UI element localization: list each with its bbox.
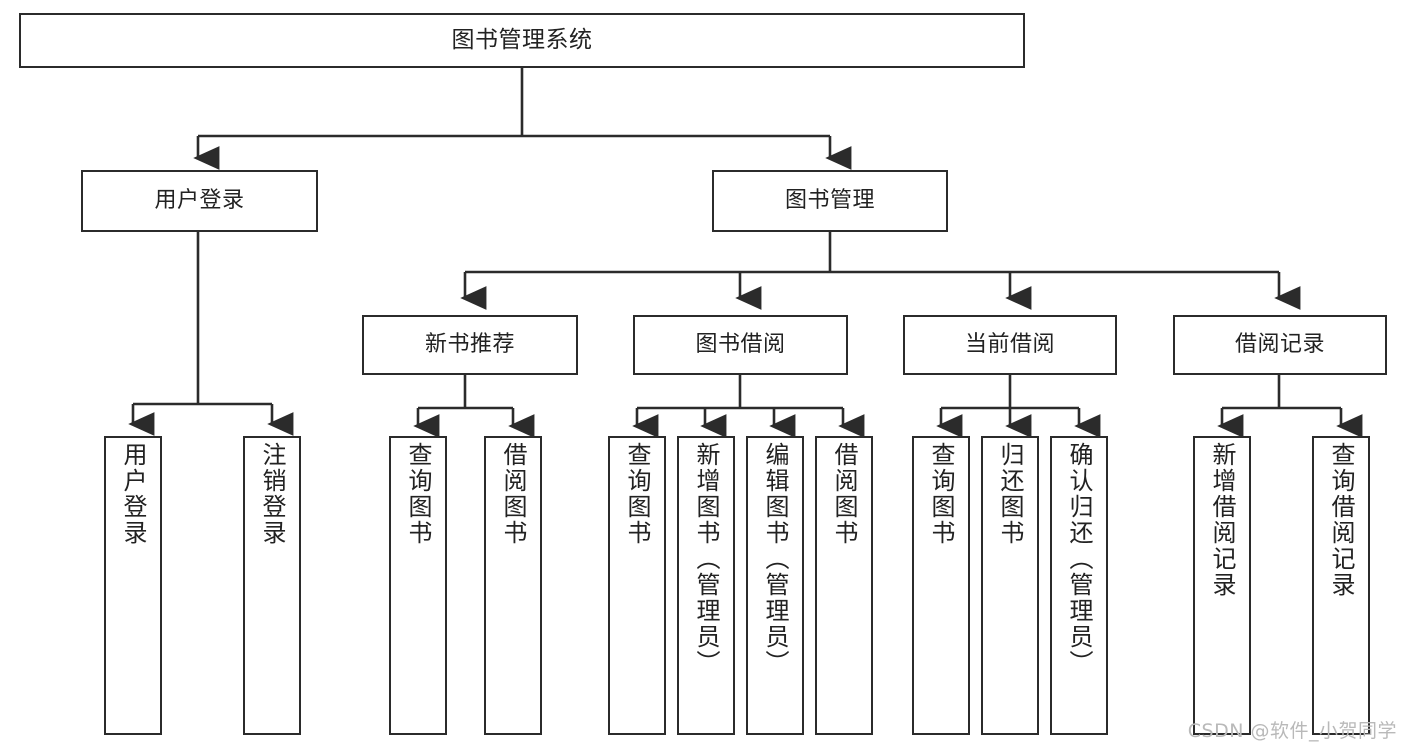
node-label: 归还图书 <box>996 442 1024 546</box>
leaf-query-book-recommend[interactable]: 查询图书 <box>389 436 447 735</box>
node-new-book-recommend[interactable]: 新书推荐 <box>362 315 578 375</box>
node-label: 编辑图书（管理员） <box>761 442 789 676</box>
leaf-confirm-return-admin[interactable]: 确认归还（管理员） <box>1050 436 1108 735</box>
node-label: 借阅图书 <box>830 442 858 546</box>
node-book-management[interactable]: 图书管理 <box>712 170 948 232</box>
node-label: 用户登录 <box>119 442 147 546</box>
node-book-borrow[interactable]: 图书借阅 <box>633 315 848 375</box>
node-label: 注销登录 <box>258 442 286 546</box>
node-current-borrow[interactable]: 当前借阅 <box>903 315 1117 375</box>
node-label: 新增借阅记录 <box>1208 442 1236 598</box>
leaf-add-borrow-record[interactable]: 新增借阅记录 <box>1193 436 1251 735</box>
node-label: 当前借阅 <box>964 332 1055 358</box>
leaf-add-book-admin[interactable]: 新增图书（管理员） <box>677 436 735 735</box>
watermark: CSDN @软件_小贺同学 <box>1187 720 1397 742</box>
node-label: 确认归还（管理员） <box>1065 442 1093 676</box>
node-label: 用户登录 <box>154 188 245 214</box>
leaf-query-book-borrow[interactable]: 查询图书 <box>608 436 666 735</box>
node-label: 查询图书 <box>404 442 432 546</box>
node-label: 图书管理 <box>784 188 875 214</box>
node-label: 借阅图书 <box>499 442 527 546</box>
node-user-login[interactable]: 用户登录 <box>81 170 318 232</box>
node-label: 新增图书（管理员） <box>692 442 720 676</box>
leaf-return-book[interactable]: 归还图书 <box>981 436 1039 735</box>
node-label: 图书借阅 <box>695 332 786 358</box>
node-label: 查询图书 <box>623 442 651 546</box>
node-root-system[interactable]: 图书管理系统 <box>19 13 1025 68</box>
leaf-user-login[interactable]: 用户登录 <box>104 436 162 735</box>
leaf-edit-book-admin[interactable]: 编辑图书（管理员） <box>746 436 804 735</box>
leaf-query-borrow-record[interactable]: 查询借阅记录 <box>1312 436 1370 735</box>
node-borrow-record[interactable]: 借阅记录 <box>1173 315 1387 375</box>
node-label: 查询借阅记录 <box>1327 442 1355 598</box>
leaf-logout-login[interactable]: 注销登录 <box>243 436 301 735</box>
leaf-borrow-book-recommend[interactable]: 借阅图书 <box>484 436 542 735</box>
node-label: 图书管理系统 <box>451 26 593 53</box>
node-label: 新书推荐 <box>424 332 515 358</box>
leaf-borrow-book[interactable]: 借阅图书 <box>815 436 873 735</box>
node-label: 借阅记录 <box>1234 332 1325 358</box>
leaf-query-book-current[interactable]: 查询图书 <box>912 436 970 735</box>
node-label: 查询图书 <box>927 442 955 546</box>
